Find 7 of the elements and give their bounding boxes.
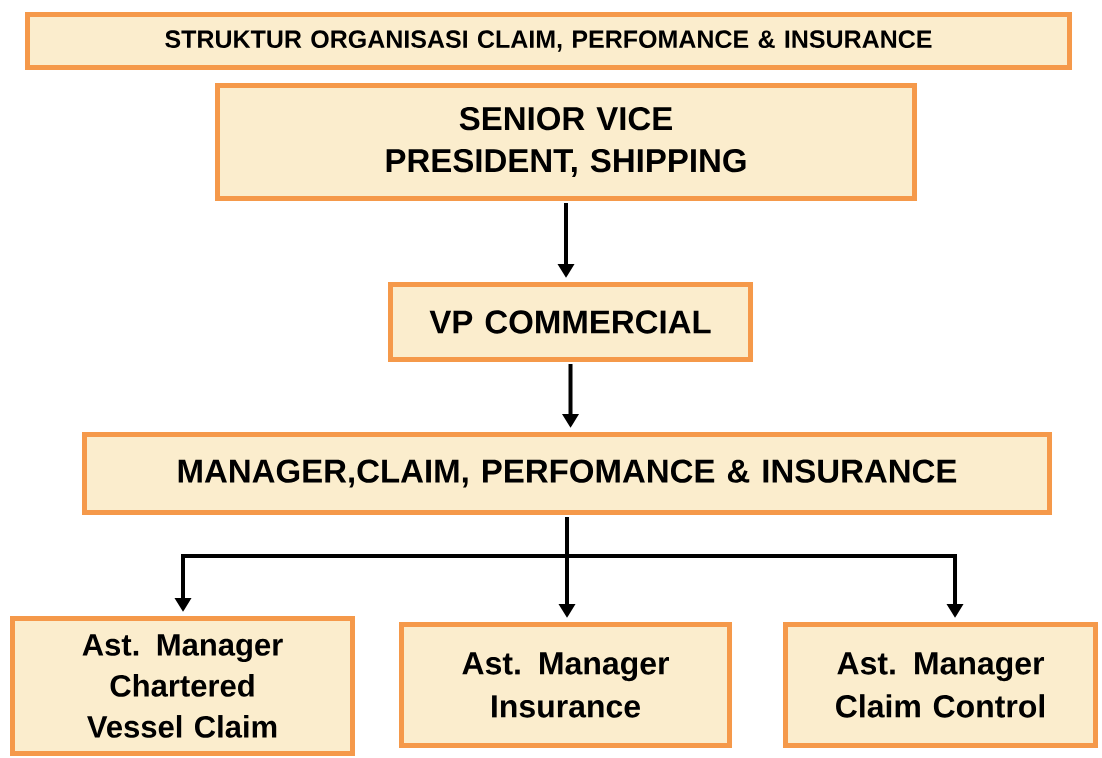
role-box: Ast. Manager Chartered Vessel Claim <box>10 616 355 756</box>
role-box: MANAGER,CLAIM, PERFOMANCE & INSURANCE <box>82 432 1052 515</box>
role-box: Ast. Manager Claim Control <box>783 622 1098 748</box>
role-box: VP COMMERCIAL <box>388 282 753 362</box>
role-box: SENIOR VICE PRESIDENT, SHIPPING <box>215 83 917 201</box>
role-box: Ast. Manager Insurance <box>399 622 732 748</box>
title-box: STRUKTUR ORGANISASI CLAIM, PERFOMANCE & INSURANCE <box>25 12 1072 70</box>
